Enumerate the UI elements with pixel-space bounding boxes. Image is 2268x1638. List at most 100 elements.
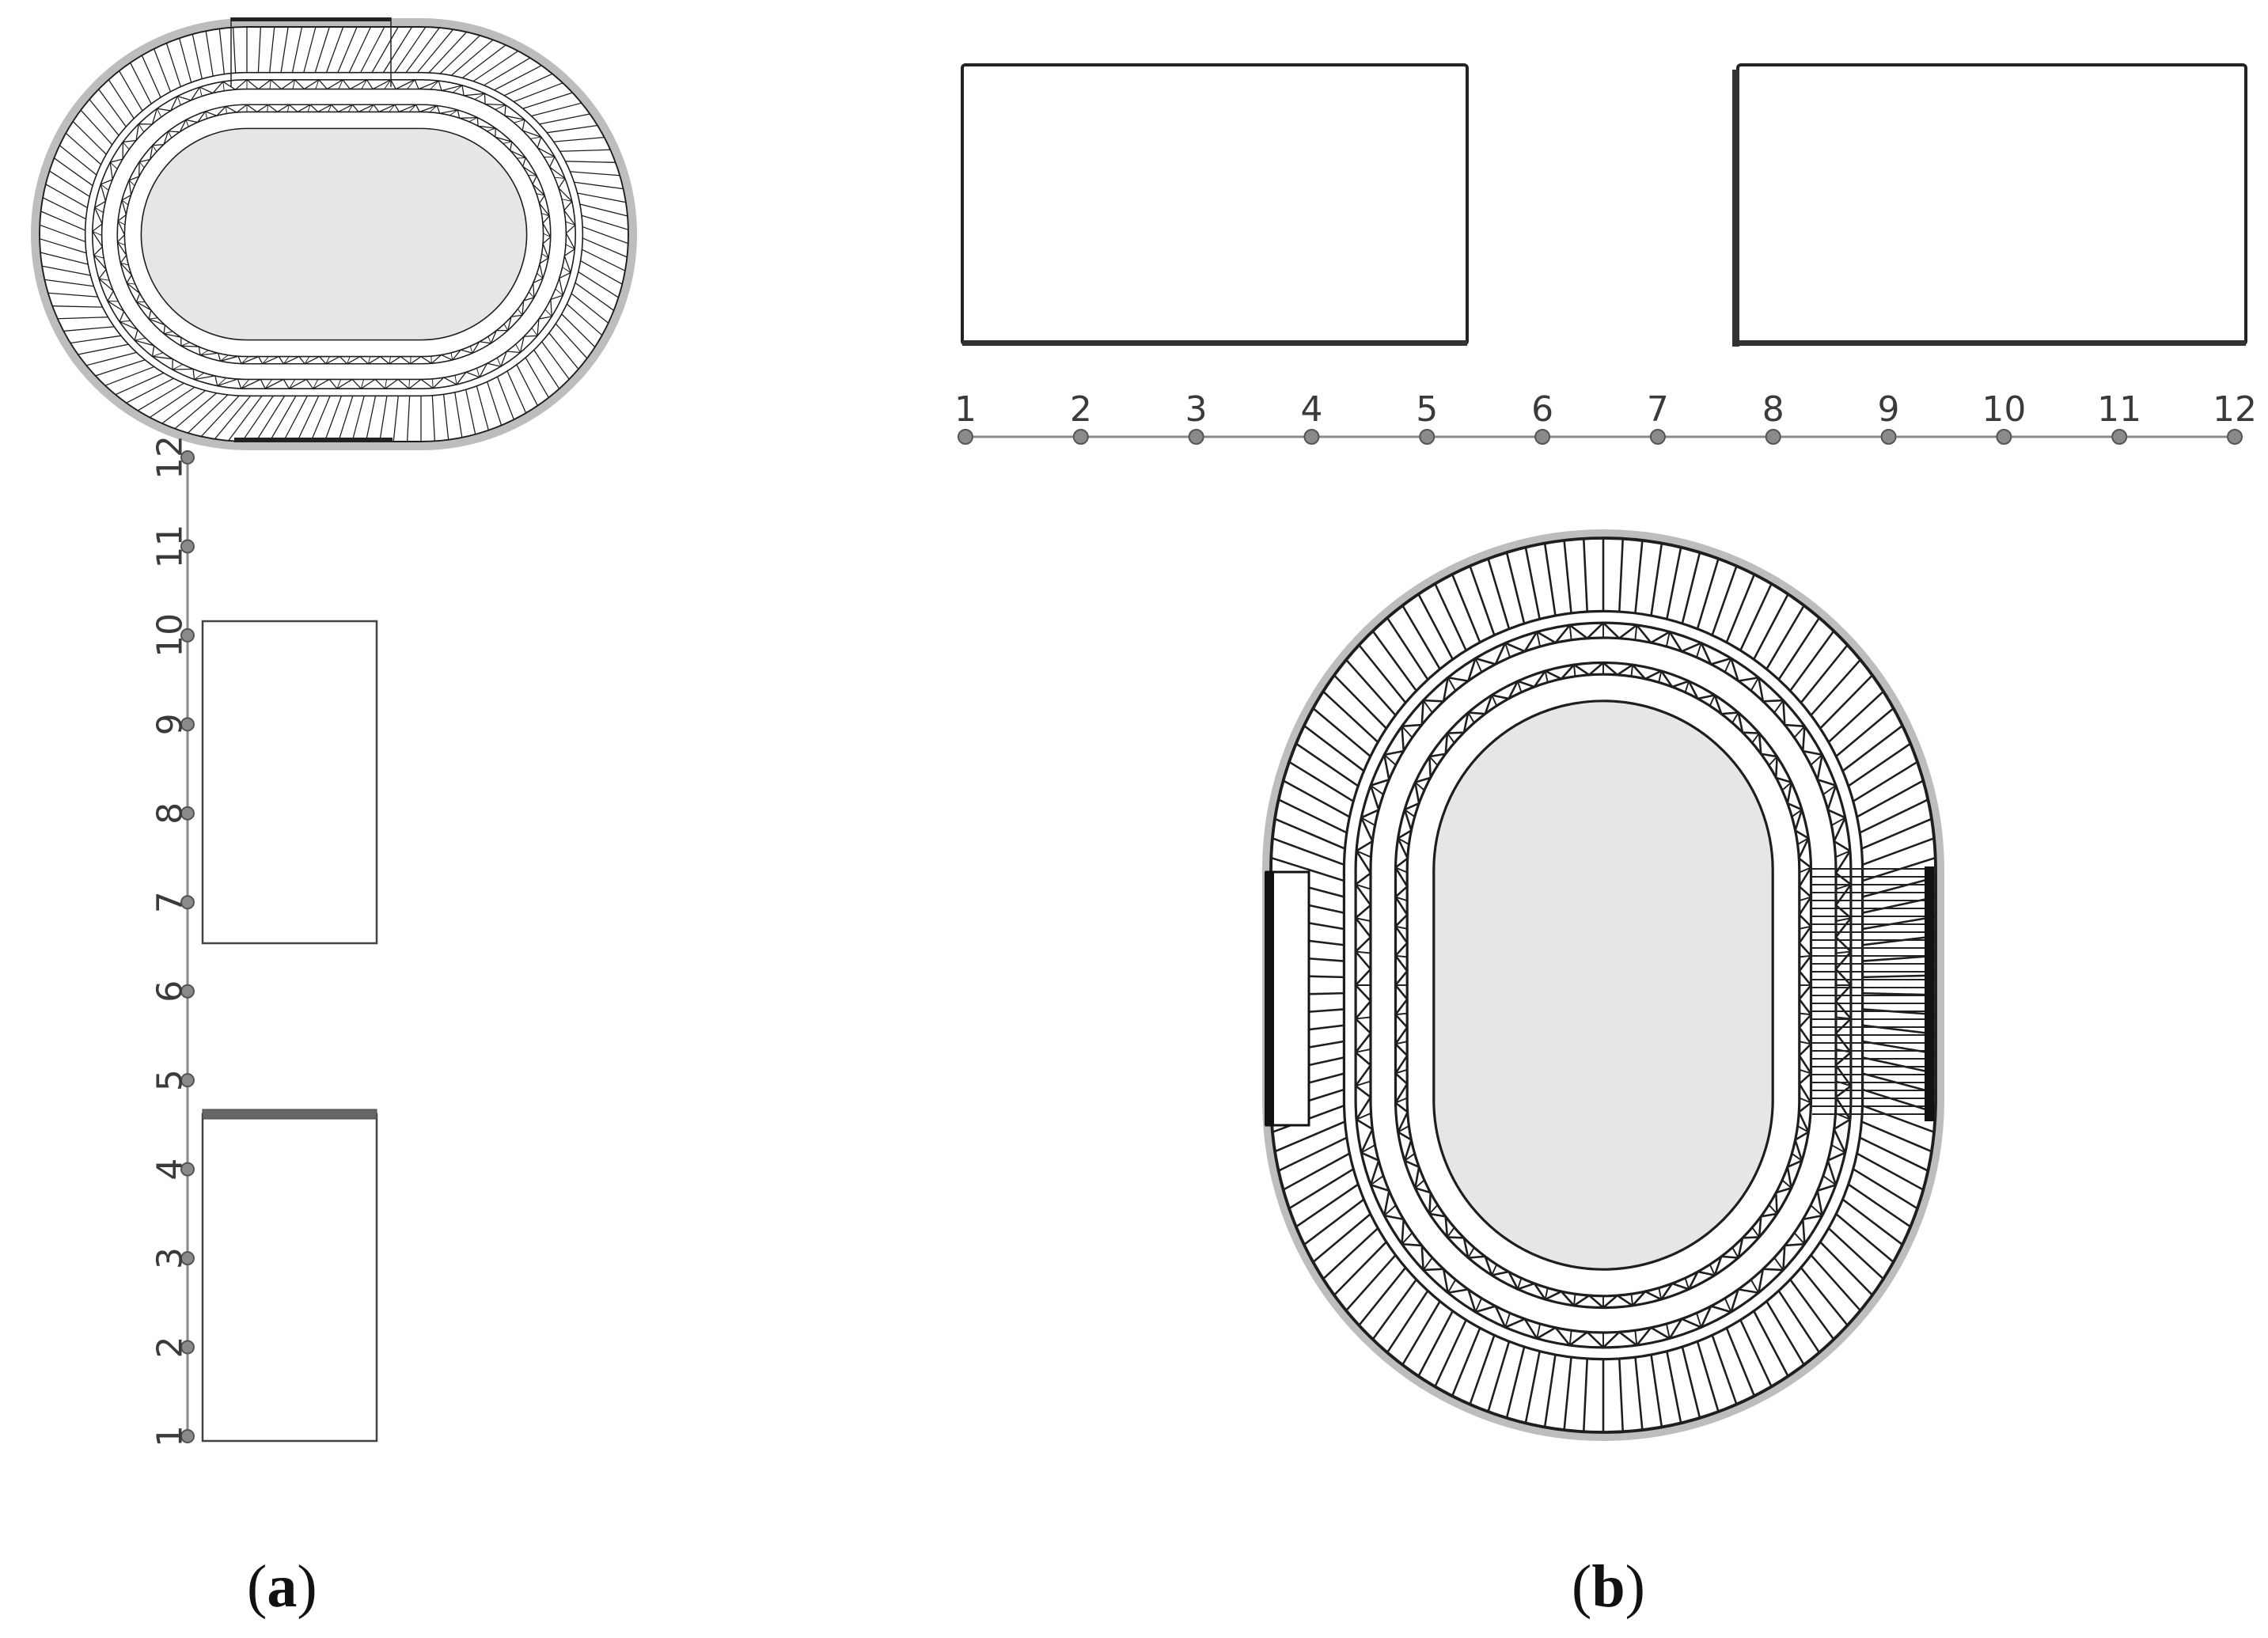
stadium-rib (1800, 644, 1849, 703)
stadium-rib (461, 44, 506, 78)
stadium-truss-post (1773, 700, 1784, 714)
stadium-truss-post (1395, 925, 1408, 930)
stadium-truss-post (123, 142, 130, 150)
stadium-rib (40, 210, 85, 231)
stadium-truss-post (1799, 1068, 1811, 1075)
stadium-rib (1524, 1351, 1541, 1424)
v-tick-12: 12 (150, 435, 195, 480)
stadium-rib (1835, 1213, 1894, 1263)
stadium-rib (1753, 1310, 1789, 1377)
stadium-rib (1841, 725, 1903, 772)
stadium-rib (310, 396, 331, 442)
stadium-rib (291, 26, 303, 73)
stadium-truss-post (1822, 784, 1837, 795)
stadium-rib (525, 357, 549, 398)
v-tick-label: 12 (150, 435, 191, 480)
stadium-truss-post (1447, 1227, 1455, 1238)
stadium-truss-post (163, 331, 173, 335)
stadium-rib (382, 26, 413, 73)
stadium-rib (1841, 1198, 1903, 1246)
v-tick-label: 8 (150, 802, 191, 825)
stadium-rib (360, 26, 385, 73)
stadium-truss-post (1491, 695, 1498, 707)
stadium-truss-post (528, 174, 537, 176)
stadium-rib (1386, 1290, 1429, 1353)
stadium-rib (1862, 1105, 1935, 1133)
stadium-rib (1563, 540, 1572, 614)
stadium-rib (130, 63, 152, 104)
stadium-plan-icon (30, 17, 638, 450)
stadium-truss-post (176, 96, 181, 105)
stadium-rib (44, 279, 94, 287)
stadium-rib (85, 351, 137, 366)
stadium-truss-post (1835, 917, 1852, 923)
h-tick-label: 2 (1070, 389, 1092, 430)
stadium-rib (431, 395, 436, 442)
stadium-truss-post (555, 288, 563, 296)
stadium-truss-post (1395, 1097, 1408, 1104)
stadium-truss-post (1395, 866, 1408, 874)
stadium-truss-post (1724, 1298, 1732, 1313)
stadium-rib (1827, 1227, 1884, 1280)
stadium-rib (428, 31, 468, 74)
stadium-truss-post (338, 79, 343, 89)
stadium-rib (1862, 974, 1936, 979)
stadium-truss-post (292, 79, 296, 89)
stadium-truss-post (283, 356, 290, 365)
stadium-truss-post (474, 93, 485, 100)
stadium-rib (1696, 1340, 1720, 1412)
stadium-truss-post (1360, 1144, 1376, 1154)
h-tick-dot (2111, 429, 2128, 445)
stadium-truss-post (135, 337, 146, 341)
stadium-rib (439, 35, 480, 74)
stadium-rib (531, 102, 582, 117)
stadium-truss-post (288, 379, 296, 389)
lower-block (201, 1113, 378, 1443)
stadium-rib (1312, 1213, 1371, 1263)
stadium-truss-post (1665, 1323, 1671, 1339)
stadium-rib (1819, 674, 1873, 730)
stadium-truss-post (1791, 809, 1803, 817)
stadium-rib (39, 238, 87, 254)
stadium-rib (296, 396, 320, 442)
stadium-rib (1487, 1340, 1511, 1412)
stadium-rib (582, 237, 628, 258)
stadium-truss-post (1401, 1232, 1413, 1245)
stadium-rib (565, 161, 616, 163)
stadium-rib (41, 265, 91, 276)
stadium-truss-post (262, 356, 269, 365)
right-stand-rows (1812, 868, 1931, 1115)
stadium-rib (1789, 630, 1835, 692)
stadium-truss-post (1474, 658, 1483, 673)
stadium-rib (1765, 605, 1805, 670)
stadium-rib (1753, 593, 1789, 660)
stadium-rib (40, 224, 86, 243)
h-tick-10: 10 (1982, 389, 2026, 445)
v-tick-5: 5 (150, 1069, 195, 1091)
stadium-truss-post (1383, 754, 1397, 766)
stadium-truss-post (431, 378, 434, 389)
stadium-truss-post (121, 199, 129, 206)
stadium-truss-post (1491, 1264, 1498, 1276)
stadium-truss-post (410, 356, 412, 364)
stadium-rib (98, 89, 127, 127)
stadium-truss-post (430, 356, 432, 364)
stadium-truss-post (554, 176, 566, 179)
stadium-truss (116, 104, 552, 365)
h-tick-dot (1534, 429, 1551, 445)
stadium-rib (1582, 1358, 1588, 1432)
stadium-rib (188, 394, 229, 434)
stadium-rib (1860, 817, 1932, 850)
stadium-truss-post (1830, 1144, 1846, 1154)
stadium-rib (1634, 1356, 1644, 1431)
stadium-truss-post (517, 309, 523, 316)
stadium-rib (338, 396, 354, 442)
h-tick-5: 5 (1416, 389, 1438, 445)
stadium-rib (49, 170, 90, 197)
stadium-truss-post (307, 104, 311, 112)
stadium-truss-post (1709, 1264, 1716, 1276)
left-stand-wall (1265, 872, 1274, 1125)
stadium-rib (1358, 644, 1407, 703)
stadium-rib (465, 389, 476, 434)
stadium-truss-post (1750, 1279, 1760, 1294)
